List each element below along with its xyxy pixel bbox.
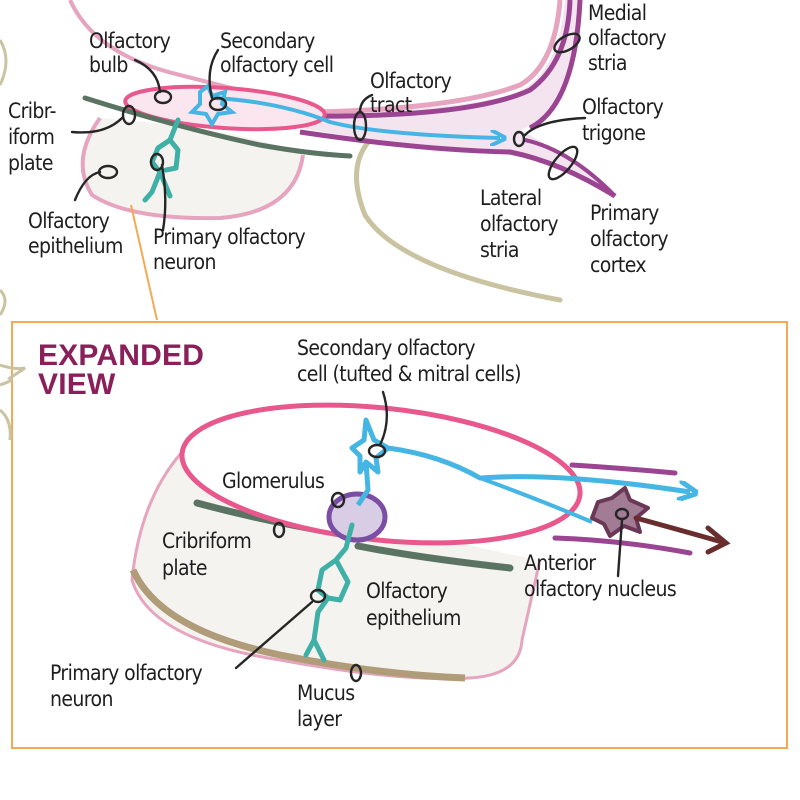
leader-cribriform bbox=[70, 116, 124, 134]
pointer-secondary-cell bbox=[208, 96, 228, 112]
expanded-secondary-axon bbox=[387, 445, 690, 492]
leader-expanded-secondary bbox=[378, 390, 388, 447]
bone-outline-left-lower bbox=[0, 288, 7, 316]
pointer-tract bbox=[352, 110, 368, 142]
stria-upper-line bbox=[569, 462, 678, 476]
pointer-trigone bbox=[512, 130, 526, 148]
pointer-expanded-secondary bbox=[367, 443, 387, 459]
bone-outline-left bbox=[0, 39, 8, 86]
olfactory-epithelium-outline bbox=[80, 116, 305, 221]
glomerulus-shape bbox=[326, 491, 388, 543]
leader-expanded-primary-neuron bbox=[234, 600, 314, 670]
pointer-epithelium bbox=[97, 164, 119, 180]
expanded-view-connector bbox=[130, 204, 158, 321]
pointer-anterior-nucleus bbox=[614, 507, 630, 521]
leader-secondary-cell bbox=[208, 48, 220, 100]
tract-fill bbox=[300, 0, 612, 193]
leader-epithelium bbox=[73, 170, 102, 202]
pointer-glomerulus bbox=[330, 491, 346, 509]
medial-stria-purple-inner bbox=[528, 0, 583, 131]
anterior-nucleus-shape bbox=[590, 486, 650, 538]
pointer-expanded-primary-neuron bbox=[309, 588, 327, 604]
pointer-mucus-layer bbox=[349, 663, 363, 683]
leader-anterior-nucleus bbox=[616, 518, 624, 578]
leader-trigone bbox=[523, 116, 587, 137]
pointer-primary-neuron bbox=[149, 152, 165, 172]
pointer-olfactory-bulb bbox=[153, 89, 173, 105]
lateral-stria-inner bbox=[524, 138, 617, 198]
medial-stria-pink bbox=[319, 0, 563, 115]
expanded-view-border bbox=[11, 321, 788, 749]
pointer-cribriform bbox=[121, 104, 137, 126]
temporal-lobe-outline bbox=[354, 135, 563, 303]
pointer-lateral-stria bbox=[547, 145, 579, 181]
expanded-bulb-shape bbox=[179, 402, 583, 546]
label-glomerulus: Glomerulus bbox=[222, 469, 324, 493]
pointer-cribriform bbox=[272, 521, 286, 539]
expanded-epithelium-outline bbox=[130, 451, 542, 681]
mucus-layer-shape bbox=[129, 568, 466, 682]
overview-panel bbox=[0, 0, 617, 321]
medial-stria-purple-outer bbox=[299, 0, 573, 119]
expanded-epithelium-shape bbox=[132, 452, 540, 679]
secondary-cell-shape bbox=[349, 417, 391, 507]
axon-collateral bbox=[479, 476, 593, 524]
leader-primary-neuron bbox=[160, 163, 167, 232]
leader-olfactory-bulb bbox=[133, 58, 162, 94]
leader-tract bbox=[358, 93, 374, 114]
secondary-axon bbox=[214, 96, 500, 138]
pointer-medial-stria bbox=[553, 32, 581, 54]
expanded-cribriform-shape-right bbox=[354, 542, 514, 572]
bone-outline-inset bbox=[0, 363, 26, 441]
nucleus-output-arrow bbox=[633, 515, 731, 555]
